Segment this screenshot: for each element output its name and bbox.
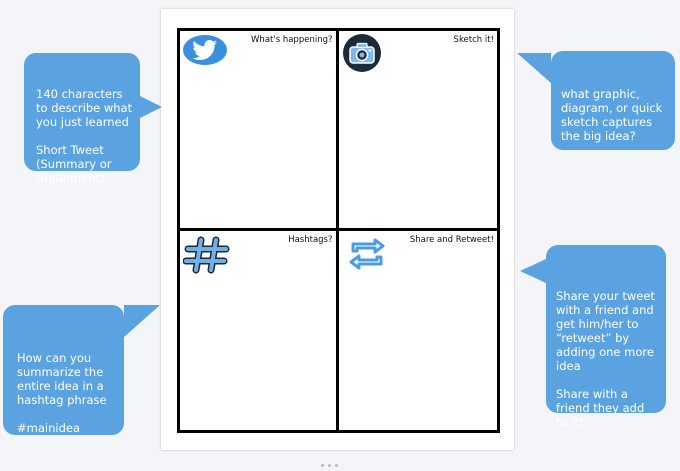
bubble-tail: [124, 305, 160, 337]
bubble-tail: [520, 259, 546, 283]
speech-bubble-hashtag: How can you summarize the entire idea in…: [3, 305, 160, 435]
pager-dot[interactable]: [321, 464, 324, 467]
bubble-tail: [517, 53, 551, 83]
cell-title-hashtags: Hashtags?: [288, 235, 333, 245]
bubble-text: what graphic, diagram, or quick sketch c…: [561, 87, 663, 143]
cell-title-sketch-it: Sketch it!: [453, 35, 494, 45]
speech-bubble-share: Share your tweet with a friend and get h…: [520, 245, 666, 429]
pager-dot[interactable]: [328, 464, 331, 467]
cell-sketch-it: Sketch it!: [338, 31, 497, 231]
retweet-icon: [345, 236, 389, 272]
cell-hashtags: Hashtags?: [180, 231, 339, 430]
bubble-text: 140 characters to describe what you just…: [36, 87, 133, 185]
tweet-worksheet: What's happening? Sketch it!: [161, 9, 514, 450]
pager-dot[interactable]: [335, 464, 338, 467]
bubble-tail: [138, 95, 162, 119]
speech-bubble-sketch: what graphic, diagram, or quick sketch c…: [517, 51, 675, 150]
cell-title-share-retweet: Share and Retweet!: [409, 235, 494, 245]
bubble-text: Share your tweet with a friend and get h…: [556, 289, 655, 429]
worksheet-grid: What's happening? Sketch it!: [177, 28, 500, 433]
twitter-bird-icon: [183, 35, 227, 65]
cell-title-whats-happening: What's happening?: [251, 35, 333, 45]
camera-icon: [342, 34, 381, 72]
slide-pager-dots[interactable]: [321, 464, 338, 467]
bubble-text: How can you summarize the entire idea in…: [17, 351, 107, 435]
cell-whats-happening: What's happening?: [180, 31, 339, 231]
speech-bubble-short-tweet: 140 characters to describe what you just…: [24, 53, 162, 185]
hashtag-icon: [182, 236, 231, 274]
cell-share-retweet: Share and Retweet!: [339, 231, 498, 430]
